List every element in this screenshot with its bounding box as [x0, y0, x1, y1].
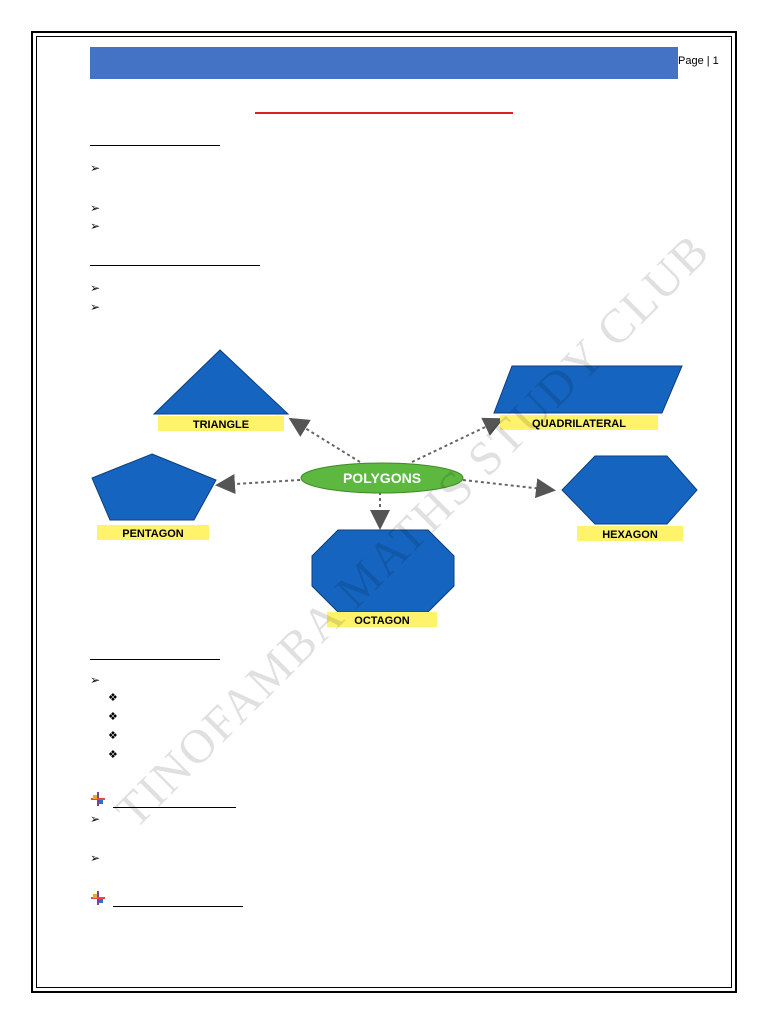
hexagon-shape: [561, 455, 698, 525]
title-underline: [255, 112, 513, 114]
octagon-label-bg: [327, 612, 437, 627]
diamond-bullet-icon: ❖: [108, 692, 118, 704]
arrow-to-pentagon: [215, 474, 301, 494]
pentagon-label: PENTAGON: [122, 528, 184, 540]
section-heading-underline: [113, 807, 236, 808]
hexagon-label-bg: [577, 526, 683, 541]
section-heading-underline: [113, 906, 243, 907]
diamond-bullet-icon: ❖: [108, 711, 118, 723]
arrow-bullet-icon: ➢: [90, 161, 101, 175]
diamond-bullet-icon: ❖: [108, 749, 118, 761]
section-heading-underline: [90, 659, 220, 660]
page-number: Page | 1: [678, 55, 719, 67]
arrow-bullet-icon: ➢: [90, 281, 101, 295]
arrow-to-triangle: [288, 417, 361, 463]
triangle-label-bg: [158, 416, 284, 431]
triangle-label: TRIANGLE: [193, 419, 249, 431]
diamond-bullet-icon: ❖: [108, 730, 118, 742]
arrow-bullet-icon: ➢: [90, 812, 101, 826]
arrow-bullet-icon: ➢: [90, 673, 101, 687]
cross-bullet-icon: [91, 792, 105, 806]
arrow-bullet-icon: ➢: [90, 201, 101, 215]
header-bar: [90, 47, 678, 79]
quadrilateral-label: QUADRILATERAL: [532, 418, 626, 430]
arrow-to-quadrilateral: [411, 417, 504, 463]
cross-bullet-icon: [91, 891, 105, 905]
pentagon-shape: [91, 453, 217, 521]
arrow-bullet-icon: ➢: [90, 300, 101, 314]
pentagon-label-bg: [97, 525, 209, 540]
arrow-bullet-icon: ➢: [90, 851, 101, 865]
page-border-inner: [36, 36, 732, 988]
octagon-label: OCTAGON: [354, 615, 409, 627]
polygons-center-ellipse: [300, 462, 464, 494]
polygons-diagram: TRIANGLE QUADRILATERAL PENTAGON HEXAGON …: [91, 349, 698, 627]
arrow-bullet-icon: ➢: [90, 219, 101, 233]
triangle-shape: [152, 349, 290, 415]
quadrilateral-shape: [493, 365, 683, 414]
section-heading-underline: [90, 265, 260, 266]
arrow-to-hexagon: [462, 478, 556, 499]
section-heading-underline: [90, 145, 220, 146]
quadrilateral-label-bg: [500, 415, 658, 430]
page-border-outer: [31, 31, 737, 993]
hexagon-label: HEXAGON: [602, 529, 658, 541]
polygons-center-label: POLYGONS: [343, 470, 421, 486]
